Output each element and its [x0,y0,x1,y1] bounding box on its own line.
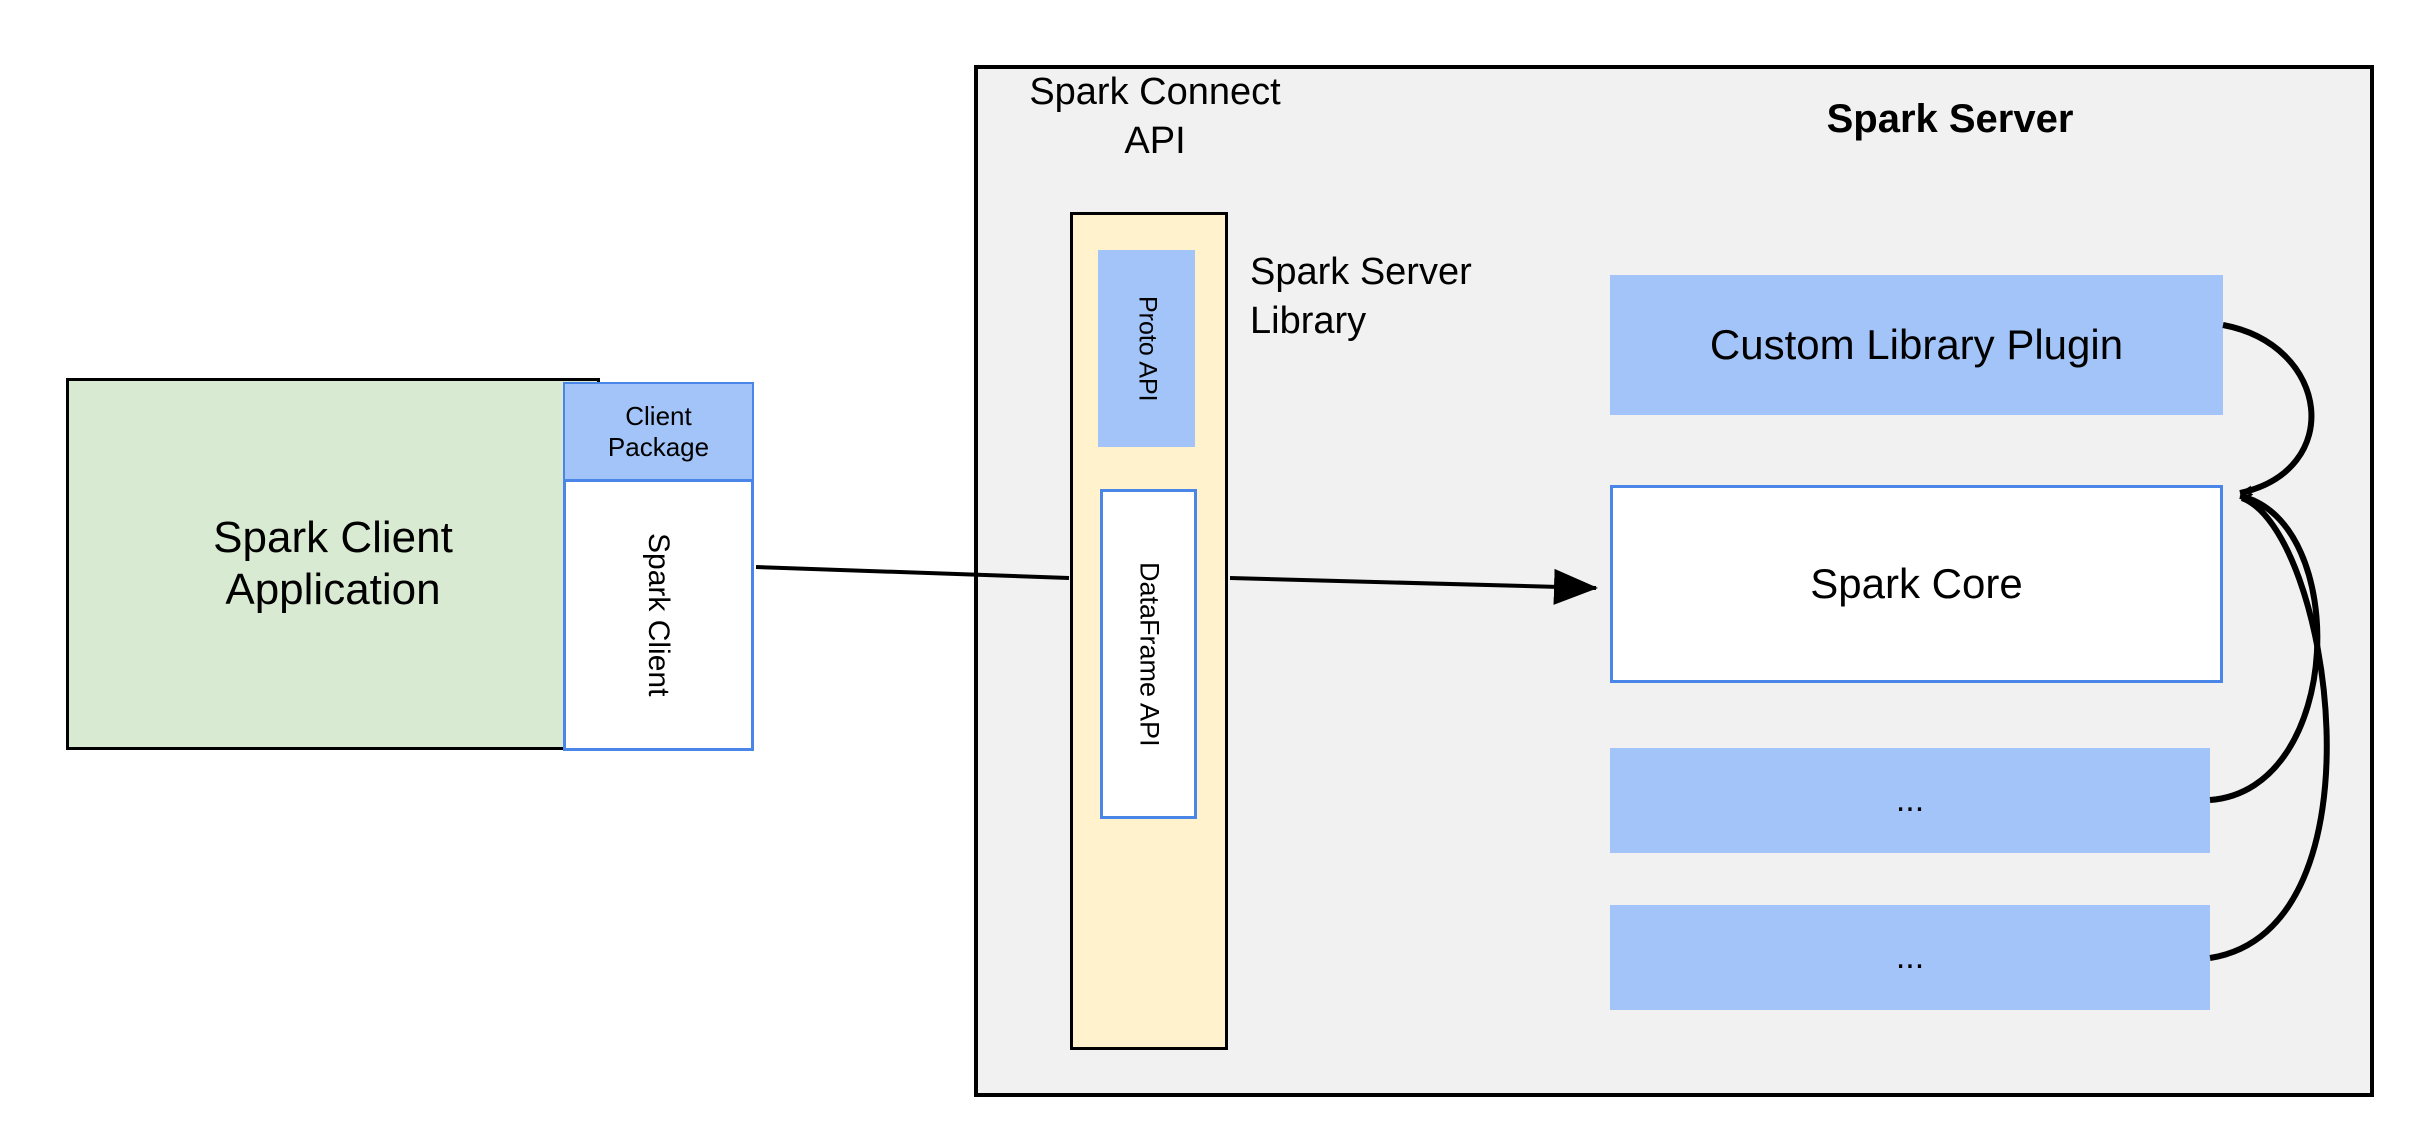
client-package-label: Client Package [607,400,710,462]
ellipsis-block-1: ... [1610,748,2210,853]
ellipsis-block-2-label: ... [1895,938,1925,977]
ellipsis-block-1-label: ... [1895,781,1925,820]
ellipsis-block-2: ... [1610,905,2210,1010]
spark-core-block: Spark Core [1610,485,2223,683]
spark-client-application-label: Spark Client Application [213,513,453,614]
proto-api-block: Proto API [1098,250,1195,447]
spark-server-library-label: Spark Server Library [1250,251,1472,342]
custom-library-plugin-block: Custom Library Plugin [1610,275,2223,415]
spark-core-label: Spark Core [1810,560,2023,608]
spark-connect-api-label: Spark Connect API [1029,71,1281,162]
spark-client-label: Spark Client [642,533,676,697]
spark-client-block: Spark Client [563,479,754,751]
client-package-block: Client Package [563,382,754,479]
dataframe-api-label: DataFrame API [1134,561,1165,747]
custom-library-plugin-label: Custom Library Plugin [1709,321,2124,369]
spark-client-application-block: Spark Client Application [66,378,600,750]
proto-api-label: Proto API [1133,295,1162,402]
spark-server-title: Spark Server [1826,97,2074,141]
dataframe-api-block: DataFrame API [1100,489,1197,819]
